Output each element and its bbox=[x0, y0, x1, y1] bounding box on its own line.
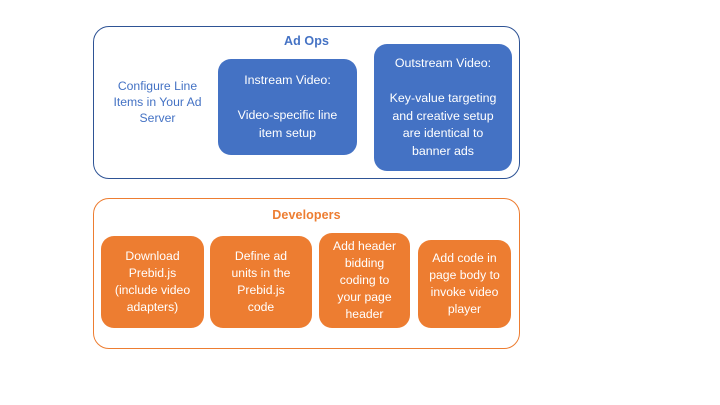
group-developers: Developers Download Prebid.js (include v… bbox=[93, 198, 520, 349]
node-add-header-bidding: Add header bidding coding to your page h… bbox=[319, 233, 410, 328]
group-title-ad-ops: Ad Ops bbox=[283, 34, 330, 48]
node-define-ad-units: Define ad units in the Prebid.js code bbox=[210, 236, 312, 328]
node-add-code-page-body: Add code in page body to invoke video pl… bbox=[418, 240, 511, 328]
node-outstream-video: Outstream Video: Key-value targeting and… bbox=[374, 44, 512, 171]
group-title-developers: Developers bbox=[272, 208, 341, 222]
node-configure-line-items: Configure Line Items in Your Ad Server bbox=[113, 79, 202, 125]
node-download-prebid: Download Prebid.js (include video adapte… bbox=[101, 236, 204, 328]
node-instream-video: Instream Video: Video-specific line item… bbox=[218, 59, 357, 155]
group-ad-ops: Ad Ops Configure Line Items in Your Ad S… bbox=[93, 26, 520, 179]
